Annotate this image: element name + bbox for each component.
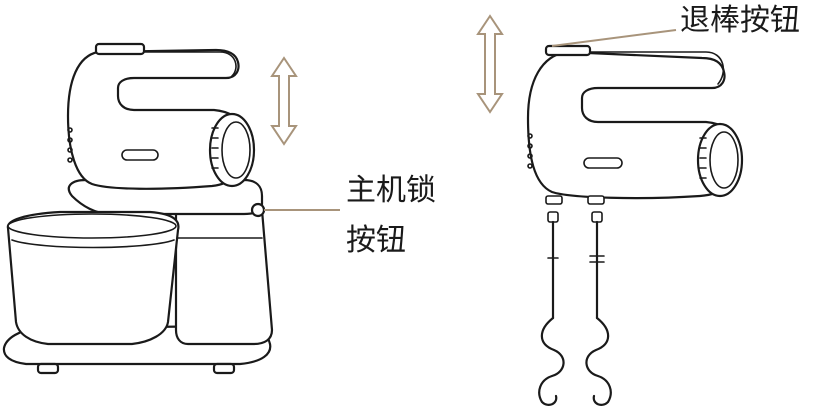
- stand-foot-left: [36, 362, 60, 375]
- hand-mixer-speed-dial-inner: [709, 131, 739, 189]
- stand-mixer: [2, 42, 274, 375]
- hand-mixer: [526, 44, 744, 205]
- stand-mixer-handle: [97, 51, 237, 77]
- vertical-arrow-icon: [270, 56, 298, 146]
- beater-socket-right: [587, 195, 605, 205]
- dough-hook-left: [538, 211, 565, 406]
- mixing-bowl-rim: [7, 213, 177, 239]
- stand-foot-right: [212, 362, 236, 375]
- eject-button-label: 退棒按钮: [680, 3, 800, 38]
- mixing-bowl-lip: [11, 239, 175, 249]
- stand-mixer-speed-dial-inner: [221, 121, 251, 179]
- stand-mixer-vents: [67, 127, 73, 163]
- hand-mixer-vents: [527, 133, 533, 169]
- hand-mixer-handle: [565, 51, 725, 85]
- dough-hooks: [538, 211, 612, 406]
- eject-leader-line: [551, 29, 677, 47]
- hand-mixer-grip-slot: [583, 157, 623, 169]
- main-lock-label-line2: 按钮: [346, 223, 406, 258]
- main-lock-label-line1: 主机锁: [346, 173, 436, 208]
- mixing-bowl: [6, 210, 180, 346]
- stand-mixer-grip-slot: [121, 149, 159, 161]
- eject-button[interactable]: [544, 44, 592, 57]
- vertical-arrow-icon-right: [476, 14, 504, 114]
- vertical-arrow-icon-right-group: [476, 14, 504, 114]
- stand-mixer-dial-ticks: [211, 127, 219, 169]
- beater-socket-left: [545, 195, 563, 205]
- vertical-arrow-icon-left: [270, 56, 298, 146]
- dough-hook-right: [585, 211, 612, 406]
- stand-mixer-top-button: [94, 42, 146, 56]
- hand-mixer-dial-ticks: [699, 137, 707, 179]
- main-lock-button[interactable]: [250, 202, 266, 218]
